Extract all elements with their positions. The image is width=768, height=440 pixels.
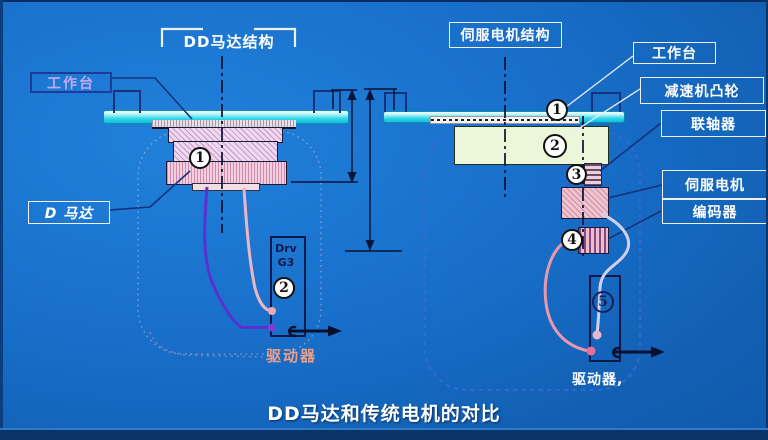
left-driver-box [270, 236, 306, 337]
callout-3-right: 3 [566, 164, 587, 185]
callout-1-right: 1 [546, 99, 568, 121]
right-edge [766, 0, 768, 440]
left-motor-label: D 马达 [28, 201, 110, 224]
left-bar-clamp-2 [313, 90, 341, 113]
right-bar-clamp-1 [384, 92, 407, 112]
right-servo-motor-label: 伺服电机 [662, 170, 768, 199]
left-motor-stator [166, 161, 287, 185]
right-worktable-label: 工作台 [633, 42, 716, 64]
callout-5-right: 5 [592, 291, 614, 313]
top-edge [0, 0, 768, 2]
right-servo-motor-block [561, 187, 609, 219]
bottom-accent-line [0, 428, 768, 430]
right-driver-label: 驱动器, [572, 372, 624, 388]
left-worktable-label: 工作台 [30, 72, 112, 93]
right-reducer-cam-label: 减速机凸轮 [640, 77, 764, 104]
bottom-band [0, 430, 768, 440]
slide-footer-title: DD马达和传统电机的对比 [267, 403, 501, 425]
right-encoder-label: 编码器 [662, 199, 768, 224]
callout-2-left: 2 [273, 277, 295, 299]
left-motor-base [192, 183, 260, 191]
left-motor-flange [168, 127, 283, 143]
right-diagram-title: 伺服电机结构 [449, 22, 562, 48]
callout-2-right: 2 [543, 134, 567, 158]
callout-4-right: 4 [561, 229, 583, 251]
left-diagram-title: DD马达结构 [183, 33, 275, 51]
left-driver-text: Drv G3 [275, 242, 297, 269]
left-edge [0, 0, 3, 440]
callout-1-left: 1 [189, 147, 211, 169]
left-driver-label: 驱动器 [266, 347, 318, 365]
right-coupling-label: 联轴器 [661, 110, 766, 137]
left-bar-clamp-1 [113, 90, 141, 113]
